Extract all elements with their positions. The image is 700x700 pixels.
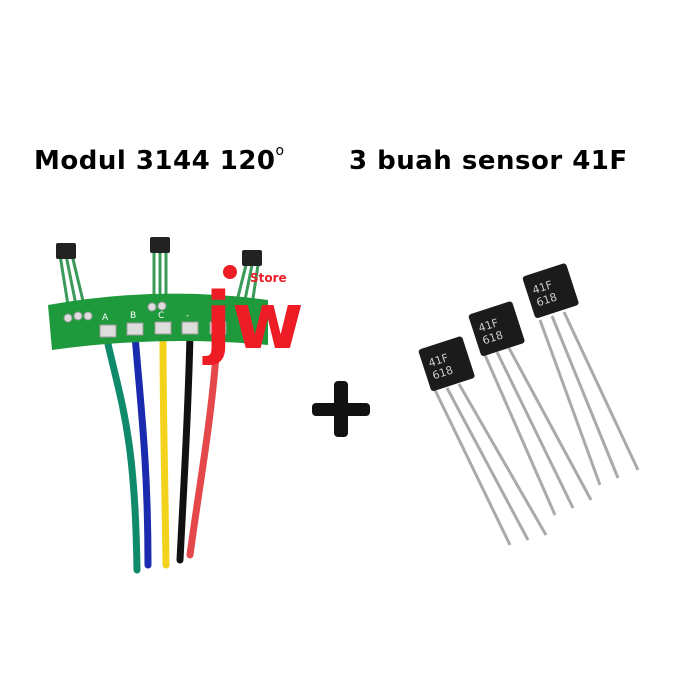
pad-label-c: C	[158, 311, 164, 321]
sensor-41f: 41F 618	[418, 336, 548, 546]
marking-line1: 41F	[477, 316, 500, 335]
marking-line1: 41F	[427, 351, 450, 370]
solder-pads	[63, 301, 227, 338]
wire-yellow	[159, 331, 170, 569]
module-hall-sensors	[56, 237, 262, 266]
sensor-title: 3 buah sensor 41F	[349, 146, 628, 176]
watermark-brand: jw	[202, 277, 304, 367]
marking-line2: 618	[431, 363, 455, 382]
wire-black	[176, 331, 194, 564]
hall-sensor	[150, 237, 170, 253]
marking-line2: 618	[535, 290, 559, 309]
wire-red	[186, 326, 222, 559]
hall-sensor	[56, 243, 76, 259]
module-title: Modul 3144 120o	[34, 143, 285, 176]
sensor-41f: 41F 618	[522, 263, 640, 486]
degree-mark: o	[275, 143, 285, 160]
wire-green	[102, 331, 141, 574]
pad-label-b: B	[130, 311, 136, 321]
pad-labels: A B C -	[102, 311, 189, 323]
marking-line2: 618	[481, 328, 505, 347]
hall-sensor	[242, 250, 262, 266]
marking-line1: 41F	[531, 278, 554, 297]
module-sensor-legs	[58, 250, 260, 306]
wire-blue	[131, 331, 152, 569]
jw-store-watermark: jw Store	[202, 265, 304, 367]
watermark-store: Store	[250, 271, 287, 285]
sensor-41f-group: 41F 618 41F 618 41F 618	[418, 263, 640, 546]
module-title-text: Modul 3144 120	[34, 146, 276, 176]
sensor-41f: 41F 618	[468, 301, 593, 516]
wires	[102, 326, 222, 574]
pad-label-minus: -	[186, 311, 189, 321]
plus-icon	[312, 381, 370, 437]
pad-label-a: A	[102, 313, 109, 323]
